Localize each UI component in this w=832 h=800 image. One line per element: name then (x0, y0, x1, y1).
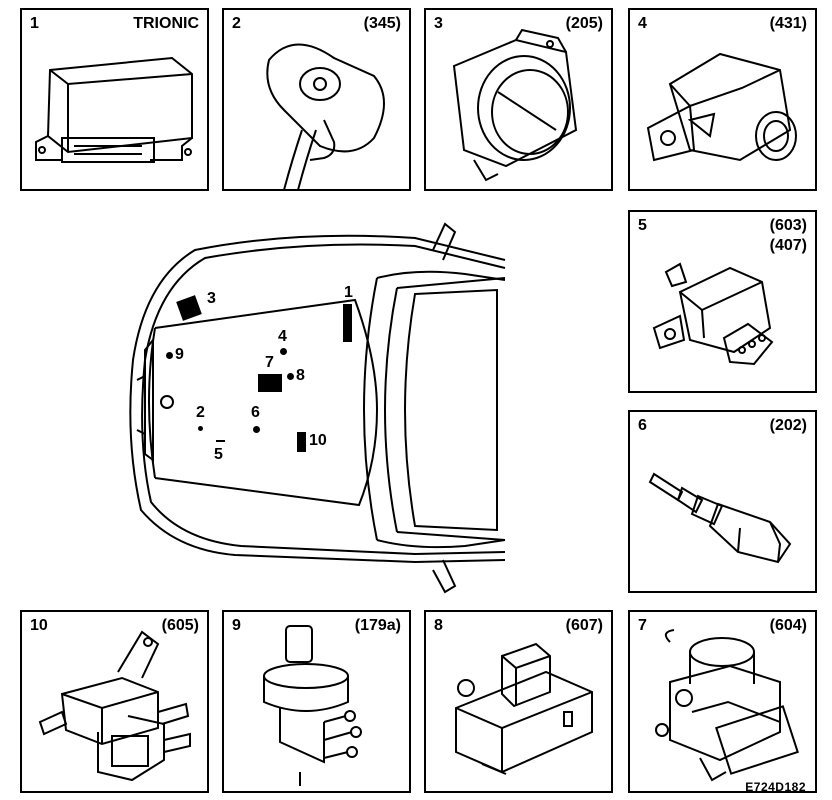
marker-4 (280, 348, 287, 355)
component-panel-5: 5 (603) (407) (628, 210, 817, 393)
panel-number: 1 (30, 15, 39, 32)
callout-5: 5 (214, 446, 223, 463)
marker-9 (166, 352, 173, 359)
marker-5 (216, 440, 225, 442)
component-panel-6: 6 (202) (628, 410, 817, 593)
component-panel-9: 9 (179a) (222, 610, 411, 793)
marker-8 (287, 373, 294, 380)
panel-code: (607) (565, 617, 603, 634)
panel-number: 5 (638, 217, 647, 234)
vacuum-valve-drawing (263, 625, 362, 786)
throttle-body-drawing (655, 629, 799, 782)
crankshaft-sensor-drawing (266, 43, 385, 191)
callout-3: 3 (207, 290, 216, 307)
component-panel-2: 2 (345) (222, 8, 411, 191)
panel-number: 10 (30, 617, 48, 634)
callout-8: 8 (296, 367, 305, 384)
panel-number: 6 (638, 417, 647, 434)
marker-1 (343, 304, 352, 342)
panel-number: 7 (638, 617, 647, 634)
panel-number: 9 (232, 617, 241, 634)
ecu-unit-drawing (35, 56, 193, 163)
map-sensor-drawing (652, 262, 774, 366)
callout-9: 9 (175, 346, 184, 363)
component-panel-8: 8 (607) (424, 610, 613, 793)
callout-4: 4 (278, 328, 287, 345)
callout-1: 1 (344, 284, 353, 301)
panel-code: (205) (565, 15, 603, 32)
component-panel-3: 3 (205) (424, 8, 613, 191)
car-overhead-diagram (129, 222, 506, 594)
air-mass-meter-drawing (452, 28, 578, 182)
marker-6 (253, 426, 260, 433)
panel-code-secondary: (407) (769, 237, 807, 254)
panel-code: TRIONIC (133, 15, 199, 32)
component-panel-1-trionic: 1 TRIONIC (20, 8, 209, 191)
pressure-sensor-drawing (646, 52, 797, 162)
relay-module-drawing (455, 642, 593, 775)
panel-code: (603) (769, 217, 807, 234)
component-panel-7: 7 (604) (628, 610, 817, 793)
component-panel-10: 10 (605) (20, 610, 209, 793)
panel-code: (431) (769, 15, 807, 32)
marker-10 (297, 432, 306, 452)
panel-code: (202) (769, 417, 807, 434)
component-panel-4: 4 (431) (628, 8, 817, 191)
panel-code: (345) (363, 15, 401, 32)
marker-7 (258, 374, 282, 392)
marker-2 (198, 426, 203, 431)
callout-6: 6 (251, 404, 260, 421)
panel-number: 8 (434, 617, 443, 634)
solenoid-valve-drawing (38, 630, 191, 782)
panel-code: (605) (161, 617, 199, 634)
temperature-sensor-drawing (648, 472, 792, 564)
callout-2: 2 (196, 404, 205, 421)
panel-number: 4 (638, 15, 647, 32)
panel-number: 2 (232, 15, 241, 32)
callout-10: 10 (309, 432, 327, 449)
figure-reference: E724D182 (745, 780, 806, 794)
panel-number: 3 (434, 15, 443, 32)
callout-7: 7 (265, 354, 274, 371)
panel-code: (179a) (354, 617, 401, 634)
panel-code: (604) (769, 617, 807, 634)
